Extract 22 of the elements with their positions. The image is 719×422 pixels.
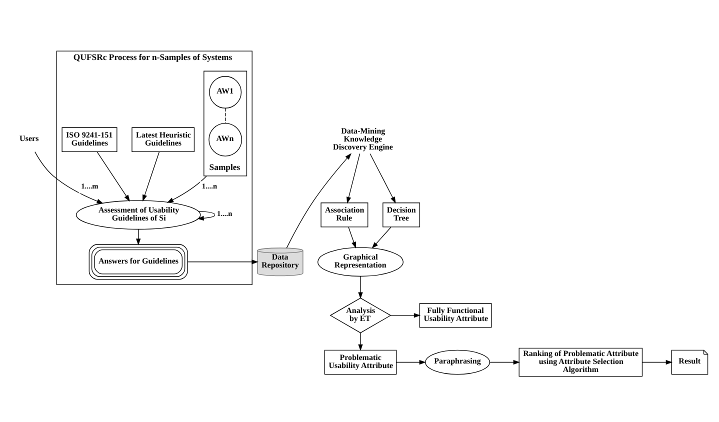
arrow	[96, 152, 130, 202]
edge-label: 1....n	[217, 209, 232, 218]
edge-label: 1....n	[202, 182, 218, 191]
arrow	[346, 153, 360, 204]
arrow	[396, 360, 426, 365]
arrow	[490, 360, 520, 365]
arrow	[358, 276, 363, 299]
edge-label: 1....m	[81, 182, 98, 191]
arrow	[142, 152, 160, 202]
arrow	[187, 260, 258, 264]
arrow	[372, 226, 392, 249]
arrow	[370, 153, 396, 204]
arrow	[136, 228, 141, 246]
connector	[225, 108, 226, 124]
arrow	[390, 313, 421, 318]
arrow	[286, 153, 352, 248]
arrow	[197, 210, 216, 221]
arrow	[358, 332, 363, 352]
arrow	[348, 226, 356, 249]
arrow	[642, 360, 673, 365]
arrow	[34, 151, 104, 204]
arrow	[166, 176, 207, 203]
